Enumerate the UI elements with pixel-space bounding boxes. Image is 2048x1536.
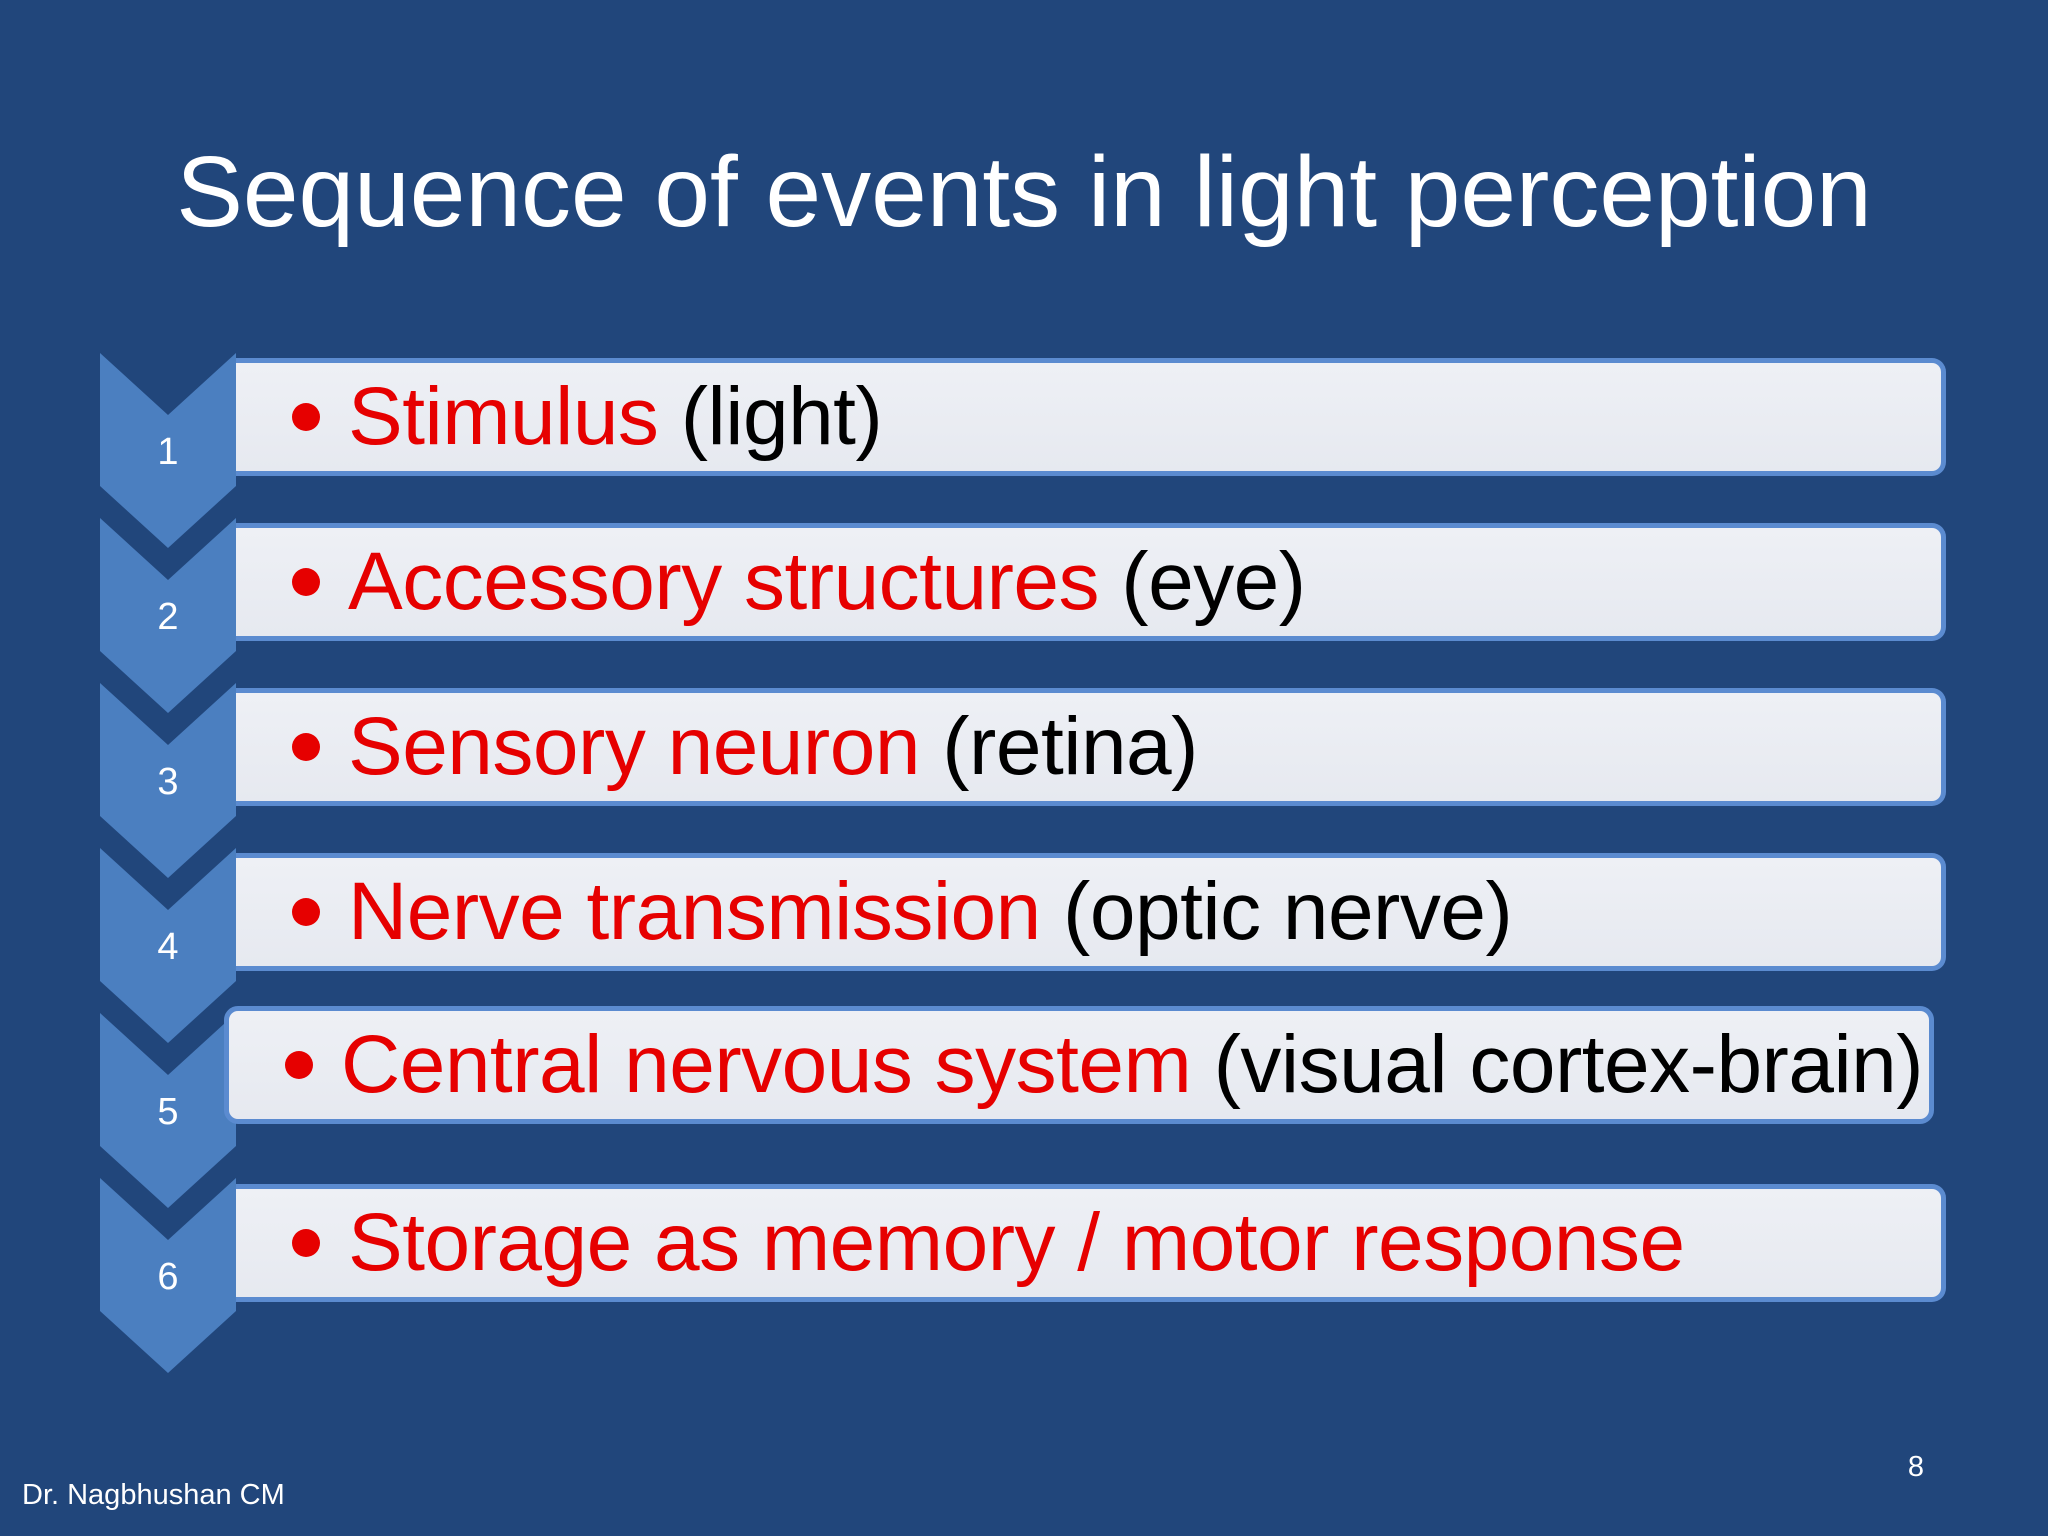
step-text-4: Nerve transmission (optic nerve) xyxy=(348,862,1513,962)
author-name: Dr. Nagbhushan CM xyxy=(22,1479,285,1511)
step-main-2: Accessory structures xyxy=(348,536,1099,627)
slide-title: Sequence of events in light perception xyxy=(176,136,1872,248)
step-detail-4: (optic nerve) xyxy=(1040,866,1513,957)
step-bullet-2 xyxy=(292,568,320,596)
step-bullet-4 xyxy=(292,898,320,926)
step-number-4: 4 xyxy=(157,926,179,968)
step-box-3: Sensory neuron (retina) xyxy=(236,688,1946,806)
step-box-2: Accessory structures (eye) xyxy=(236,523,1946,641)
step-bullet-1 xyxy=(292,403,320,431)
step-text-3: Sensory neuron (retina) xyxy=(348,697,1198,797)
step-bullet-3 xyxy=(292,733,320,761)
step-text-2: Accessory structures (eye) xyxy=(348,532,1306,632)
step-number-1: 1 xyxy=(157,431,179,473)
step-main-4: Nerve transmission xyxy=(348,866,1041,957)
step-box-6: Storage as memory / motor response xyxy=(236,1184,1946,1302)
step-number-3: 3 xyxy=(157,761,179,803)
step-main-3: Sensory neuron xyxy=(348,701,920,792)
step-detail-2: (eye) xyxy=(1098,536,1306,627)
step-detail-5: (visual cortex-brain) xyxy=(1191,1019,1924,1110)
step-main-5: Central nervous system xyxy=(341,1019,1192,1110)
step-text-5: Central nervous system (visual cortex-br… xyxy=(341,1015,1924,1115)
page-number: 8 xyxy=(1907,1451,1925,1483)
step-number-2: 2 xyxy=(157,596,179,638)
step-box-5: Central nervous system (visual cortex-br… xyxy=(224,1006,1934,1124)
step-text-1: Stimulus (light) xyxy=(348,367,883,467)
step-detail-3: (retina) xyxy=(919,701,1198,792)
step-number-6: 6 xyxy=(157,1256,179,1298)
step-number-5: 5 xyxy=(157,1091,179,1133)
step-box-1: Stimulus (light) xyxy=(236,358,1946,476)
step-bullet-6 xyxy=(292,1229,320,1257)
step-text-6: Storage as memory / motor response xyxy=(348,1193,1685,1293)
step-box-4: Nerve transmission (optic nerve) xyxy=(236,853,1946,971)
step-bullet-5 xyxy=(285,1051,313,1079)
step-detail-1: (light) xyxy=(658,371,883,462)
step-main-1: Stimulus xyxy=(348,371,659,462)
step-main-6: Storage as memory / motor response xyxy=(348,1197,1685,1288)
